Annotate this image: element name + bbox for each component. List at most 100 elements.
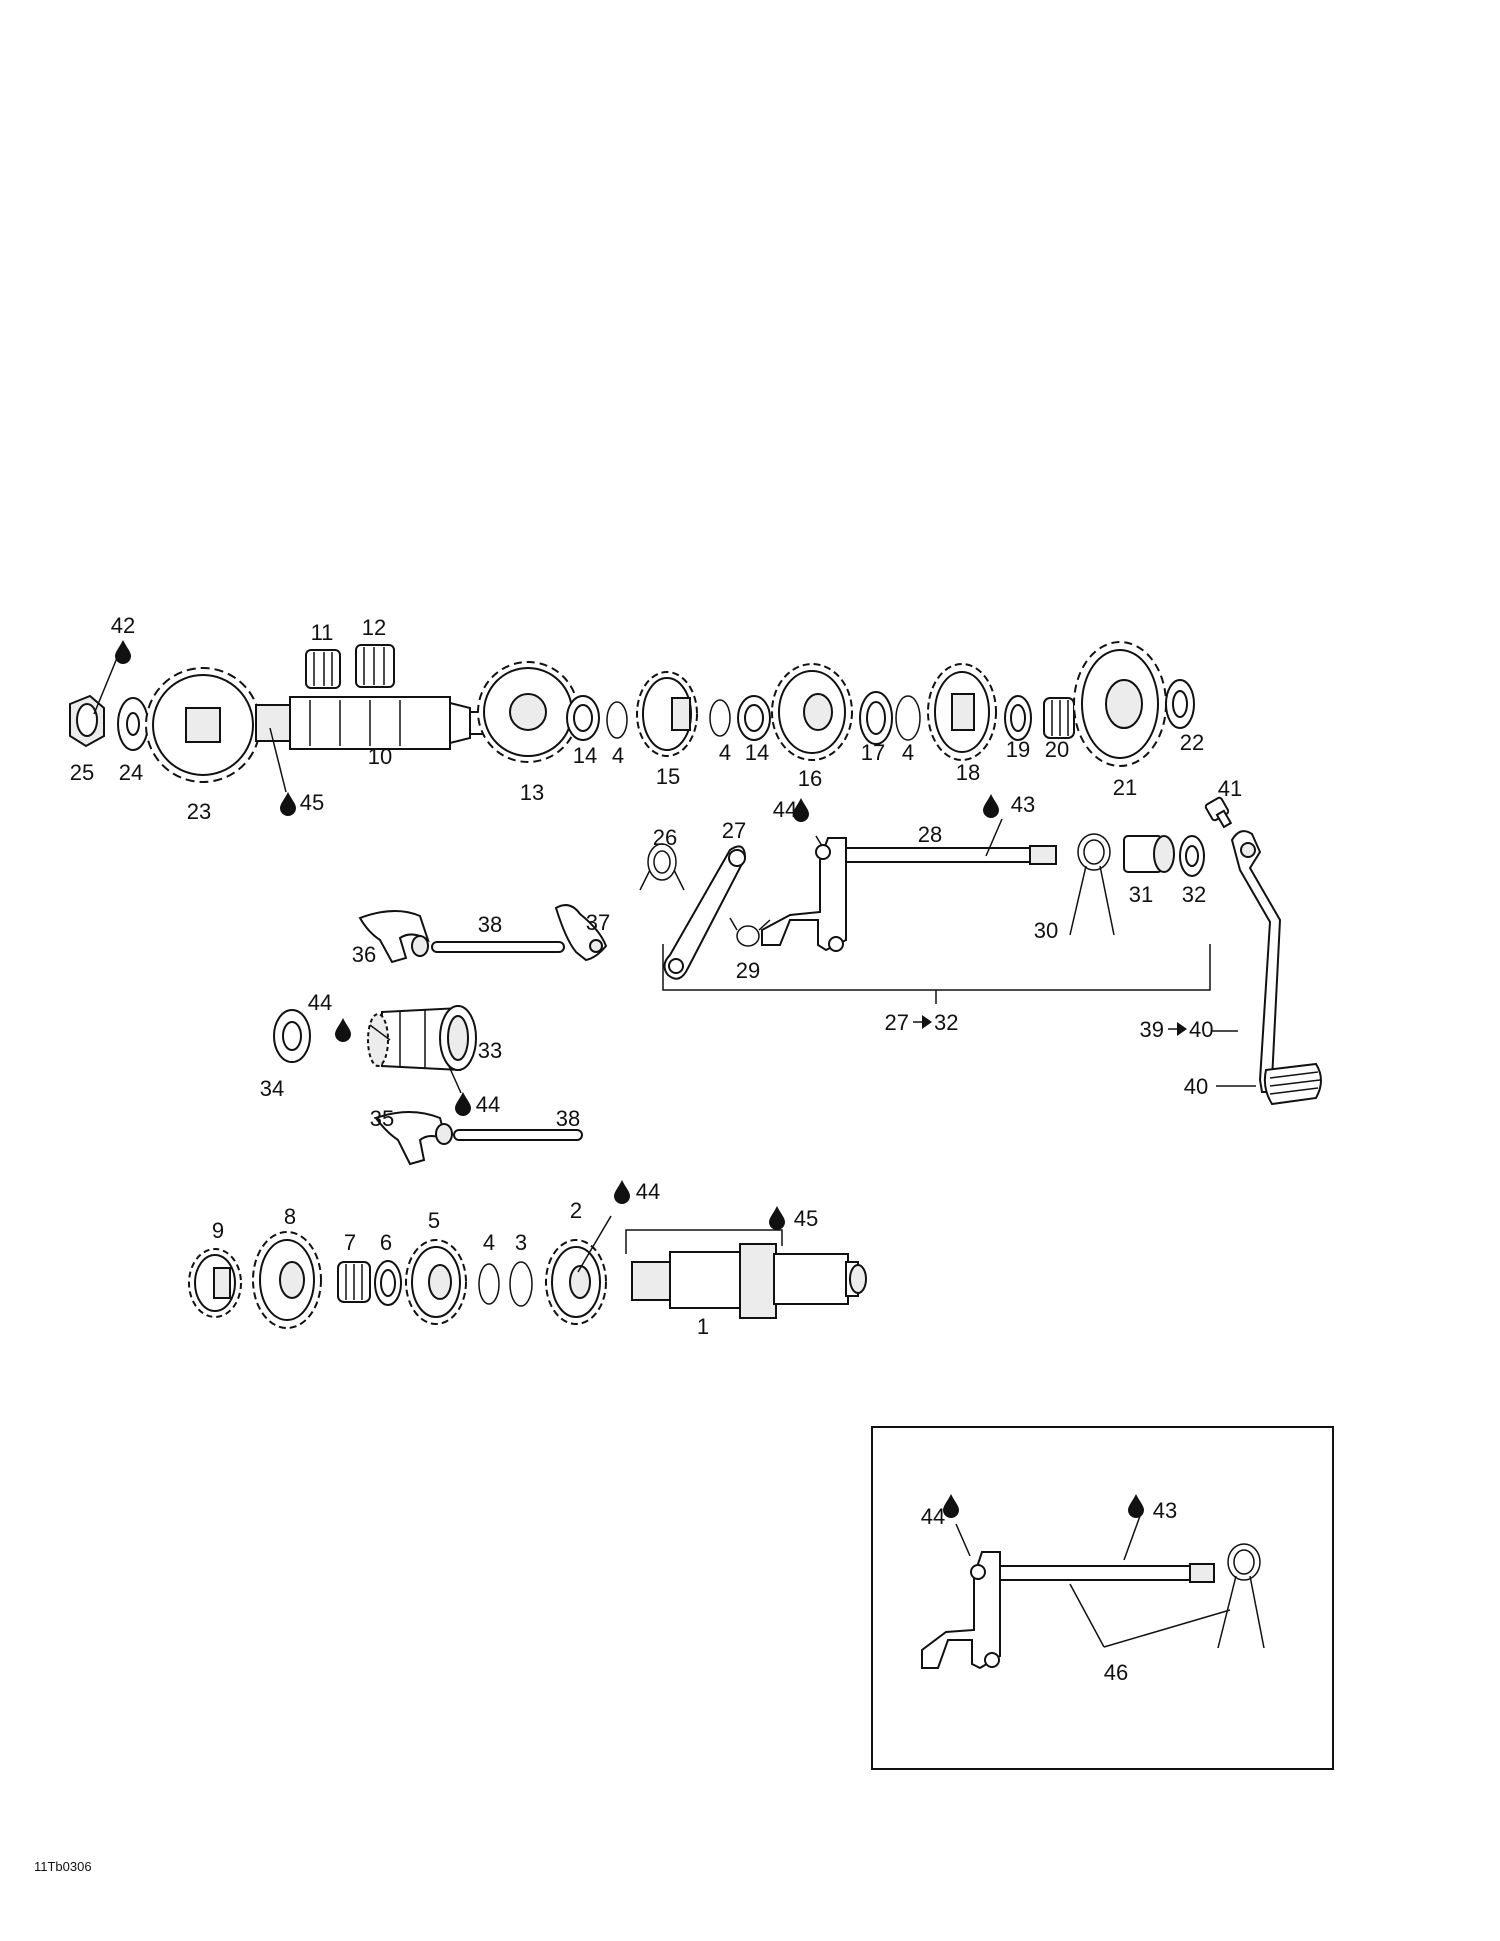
arrow-right-icon [913,1015,932,1029]
label-14: 14 [573,743,597,768]
part-4-circlip-d [478,1263,500,1305]
oil-drop-icon [793,798,809,822]
part-17-bushing [859,691,893,745]
label-42: 42 [111,613,135,638]
part-14-splined-washer [566,695,600,741]
part-1-main-shaft [631,1243,867,1319]
label-3: 3 [515,1230,527,1255]
label-10: 10 [368,744,392,769]
label-4: 4 [612,743,624,768]
label-25: 25 [70,760,94,785]
label-29: 29 [736,958,760,983]
label-35: 35 [370,1106,394,1131]
part-8-gear [252,1231,322,1329]
part-40-pedal-rubber [1263,1062,1322,1106]
part-24-washer [117,697,149,751]
label-5: 5 [428,1208,440,1233]
label-45: 45 [794,1206,818,1231]
label-40: 40 [1184,1074,1208,1099]
label-11: 11 [311,620,334,645]
label-24: 24 [119,760,143,785]
part-5-gear [405,1239,467,1325]
part-33-shift-drum [367,1005,477,1072]
label-30: 30 [1034,918,1058,943]
label-37: 37 [586,910,610,935]
label-44: 44 [773,797,797,822]
part-26-spring [639,843,685,891]
label-32: 32 [1182,882,1206,907]
oil-drop-icon [943,1494,959,1518]
label-19: 19 [1006,737,1030,762]
part-38-fork-shaft-b [453,1129,583,1141]
label-43: 43 [1011,792,1035,817]
label-46: 46 [1104,1660,1128,1685]
label-group-from: 39 [1140,1017,1164,1042]
arrow-right-icon [1168,1022,1187,1036]
part-4-circlip [606,701,628,739]
part-12-needle-bearing [355,644,395,688]
oil-drop-icon [455,1092,471,1116]
label-43: 43 [1153,1498,1177,1523]
part-3-washer [509,1261,533,1307]
oil-drop-icon [614,1180,630,1204]
label-8: 8 [284,1204,296,1229]
label-44: 44 [308,990,332,1015]
label-4: 4 [902,740,914,765]
label-20: 20 [1045,737,1069,762]
part-2-gear [545,1239,607,1325]
label-27: 27 [722,818,746,843]
label-4: 4 [483,1230,495,1255]
part-6-washer [374,1260,402,1306]
label-group-from: 27 [885,1010,909,1035]
part-38-fork-shaft [431,941,565,953]
part-37-shift-fork [554,904,608,962]
label-15: 15 [656,764,680,789]
label-38: 38 [478,912,502,937]
part-7-needle-bearing [337,1261,371,1303]
label-26: 26 [653,825,677,850]
part-14-splined-washer-b [737,695,771,741]
part-18-gear [927,663,997,761]
label-7: 7 [344,1230,356,1255]
part-34-retainer [273,1009,311,1063]
part-39-shift-pedal [1230,830,1314,1093]
diagram-code: 11Tb0306 [34,1859,92,1874]
label-31: 31 [1129,882,1153,907]
part-19-washer [1004,695,1032,741]
label-group-to: 32 [934,1010,958,1035]
label-28: 28 [918,822,942,847]
part-16-gear [771,663,853,761]
part-27-shift-lever [663,845,747,980]
label-14: 14 [745,740,769,765]
part-23-sprocket [145,667,261,783]
label-36: 36 [352,942,376,967]
label-16: 16 [798,766,822,791]
part-30-return-spring [1069,833,1115,936]
label-17: 17 [861,740,885,765]
label-38: 38 [556,1106,580,1131]
label-18: 18 [956,760,980,785]
part-32-washer [1179,835,1205,877]
part-4-circlip-b [709,699,731,737]
oil-drop-icon [769,1206,785,1230]
label-45: 45 [300,790,324,815]
part-31-bushing [1123,835,1175,873]
part-20-needle-bearing [1043,697,1075,739]
part-11-needle-bearing [305,649,341,689]
inset-shift-shaft-assembly [921,1543,1265,1670]
label-1: 1 [697,1314,709,1339]
part-15-gear [636,671,698,757]
inset-frame [871,1426,1334,1770]
label-13: 13 [520,780,544,805]
label-4: 4 [719,740,731,765]
label-9: 9 [212,1218,224,1243]
oil-drop-icon [983,794,999,818]
part-28-shift-shaft [761,837,1057,952]
label-21: 21 [1113,775,1137,800]
label-6: 6 [380,1230,392,1255]
oil-drop-icon [115,640,131,664]
part-21-gear [1073,641,1167,767]
part-labels: 42 11 12 25 24 10 23 45 13 14 4 15 4 14 … [34,613,1242,1874]
part-29-spring [729,917,771,947]
